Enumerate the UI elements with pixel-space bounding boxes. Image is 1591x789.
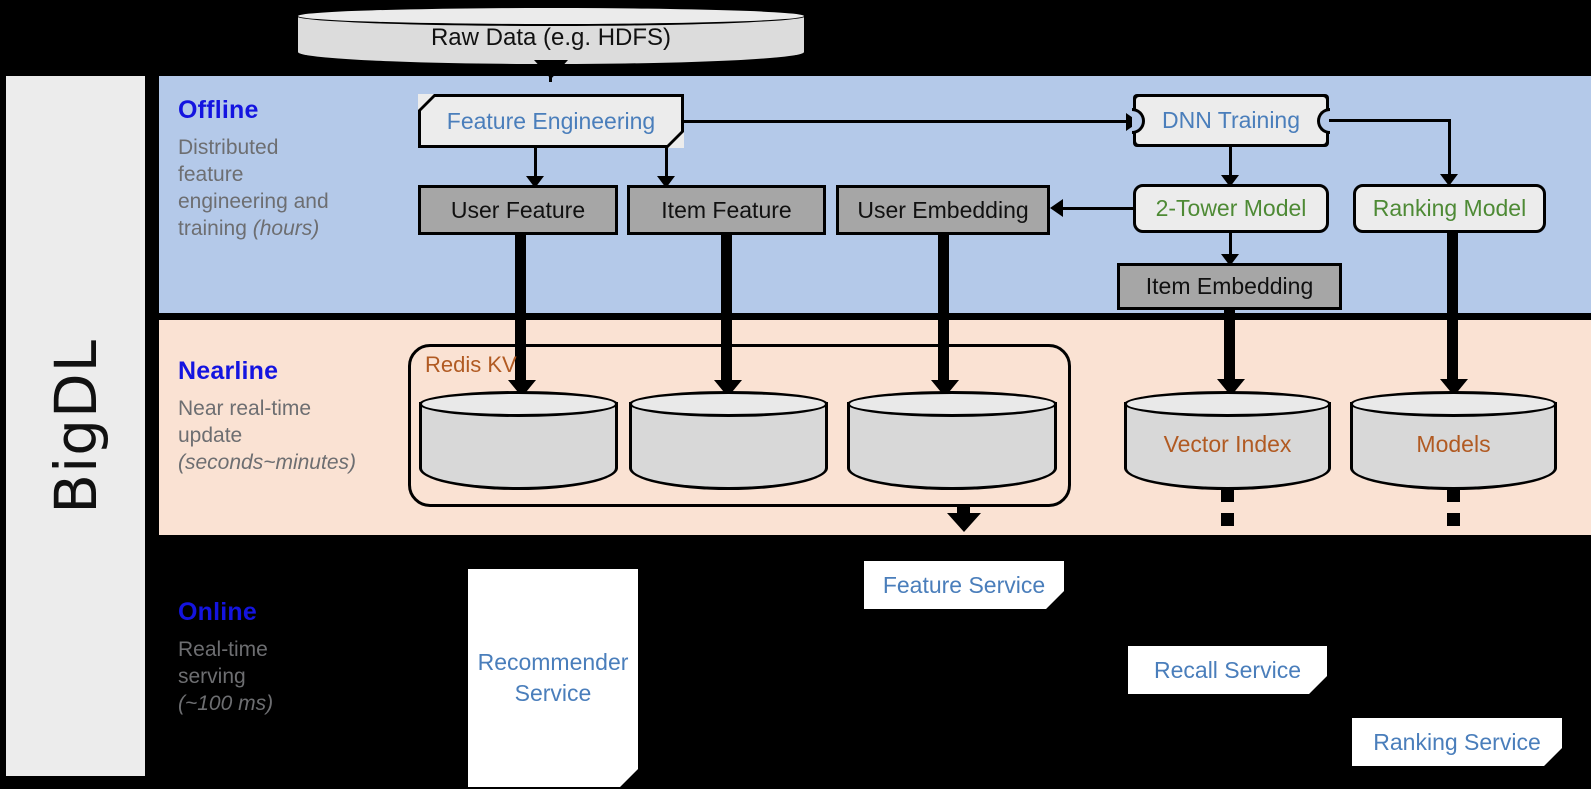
node-recommender-service[interactable]: Recommender Service [468, 569, 638, 787]
node-feature-engineering[interactable]: Feature Engineering [418, 94, 684, 148]
user-feature-label: User Feature [450, 196, 586, 223]
band-heading-nearline: Nearline Near real-time update (seconds~… [178, 357, 356, 477]
band-title-online: Online [178, 598, 257, 626]
redis-1-top [419, 391, 618, 417]
online-sub-l2: serving [178, 664, 246, 688]
pipe-ranking-models [1447, 233, 1458, 382]
offline-sub-l3: engineering and [178, 189, 329, 213]
pipe-userembedding-redis [938, 235, 949, 383]
arrowhead-redis-featureservice [947, 513, 981, 532]
offline-sub-l4: training [178, 216, 253, 240]
raw-data-label: Raw Data (e.g. HDFS) [430, 24, 672, 51]
node-redis-store-1[interactable] [419, 391, 618, 490]
raw-data-top [296, 6, 806, 26]
item-embedding-label: Item Embedding [1145, 273, 1314, 299]
dnn-fill [1136, 97, 1326, 144]
stub-vectorindex-1 [1221, 489, 1234, 502]
node-models[interactable]: Models [1350, 391, 1557, 490]
pipe-itememb-vectorindex [1224, 310, 1235, 382]
band-subtitle-offline: Distributed feature engineering and trai… [178, 135, 329, 243]
edge-fe-itemfeature [665, 148, 668, 180]
nearline-sub-l2: update [178, 423, 243, 447]
offline-sub-l1: Distributed [178, 136, 279, 159]
edge-2tower-itememb [1229, 233, 1232, 258]
band-heading-offline: Offline Distributed feature engineering … [178, 96, 329, 243]
online-sub-italic: (~100 ms) [178, 691, 274, 715]
user-embedding-label: User Embedding [857, 196, 1029, 223]
node-dnn-training[interactable]: DNN Training [1132, 94, 1330, 147]
redis-2-label [629, 391, 828, 490]
fe-fill [421, 97, 681, 145]
node-user-embedding[interactable]: User Embedding [836, 185, 1050, 235]
edge-fe-userfeature [534, 148, 537, 180]
stub-models-2 [1447, 513, 1460, 526]
models-label: Models [1416, 431, 1491, 457]
models-top [1350, 391, 1557, 417]
node-ranking-model[interactable]: Ranking Model [1353, 184, 1546, 233]
recommender-service-label: Recommender Service [478, 647, 629, 709]
arrowhead-2tower-userembedding [1050, 199, 1063, 217]
nearline-sub-italic: (seconds~minutes) [178, 450, 356, 474]
node-redis-store-2[interactable] [629, 391, 828, 490]
pipe-itemfeature-redis [721, 235, 732, 383]
node-item-embedding[interactable]: Item Embedding [1117, 263, 1342, 310]
arrowhead-2tower-itememb [1221, 254, 1239, 266]
node-ranking-service[interactable]: Ranking Service [1352, 718, 1562, 766]
vector-index-top [1124, 391, 1331, 417]
ranking-service-label: Ranking Service [1373, 728, 1541, 755]
pipe-userfeature-redis [515, 235, 526, 383]
dnn-training-label: DNN Training [1161, 107, 1301, 133]
band-subtitle-nearline: Near real-time update (seconds~minutes) [178, 396, 356, 477]
redis-3-label [847, 391, 1057, 490]
recommender-service-line2: Service [514, 680, 592, 706]
group-redis-kv [408, 344, 1071, 507]
edge-fe-dnn [684, 120, 1126, 123]
node-2-tower-model[interactable]: 2-Tower Model [1133, 184, 1329, 233]
node-item-feature[interactable]: Item Feature [627, 185, 826, 235]
edge-2tower-userembedding [1063, 207, 1135, 210]
dnn-notch-right [1317, 107, 1330, 134]
edge-dnn-2tower [1229, 147, 1232, 179]
node-user-feature[interactable]: User Feature [418, 185, 618, 235]
arrowhead-dnn-ranking [1440, 174, 1458, 186]
offline-sub-italic: (hours) [252, 216, 320, 240]
stub-models-1 [1447, 489, 1460, 502]
feature-engineering-label: Feature Engineering [446, 107, 656, 134]
edge-dnn-ranking-h [1329, 119, 1451, 122]
ranking-model-label: Ranking Model [1372, 195, 1527, 221]
node-redis-store-3[interactable] [847, 391, 1057, 490]
node-raw-data[interactable]: Raw Data (e.g. HDFS) [296, 6, 806, 66]
band-heading-online: Online Real-time serving (~100 ms) [178, 598, 273, 718]
two-tower-model-label: 2-Tower Model [1155, 195, 1307, 221]
stub-vectorindex-2 [1221, 513, 1234, 526]
node-feature-service[interactable]: Feature Service [864, 561, 1064, 609]
recommender-service-line1: Recommender [477, 648, 629, 675]
redis-kv-label: Redis KV [425, 352, 517, 377]
redis-1-label [419, 391, 618, 490]
node-vector-index[interactable]: Vector Index [1124, 391, 1331, 490]
nearline-sub-l1: Near real-time [178, 397, 312, 420]
node-recall-service[interactable]: Recall Service [1128, 646, 1327, 694]
redis-3-top [847, 391, 1057, 417]
vector-index-label: Vector Index [1163, 431, 1292, 457]
edge-dnn-ranking-v [1448, 119, 1451, 177]
band-subtitle-online: Real-time serving (~100 ms) [178, 637, 273, 718]
recall-service-label: Recall Service [1154, 656, 1301, 683]
feature-service-label: Feature Service [882, 571, 1046, 598]
offline-sub-l2: feature [178, 162, 244, 186]
band-title-offline: Offline [178, 96, 259, 124]
sidebar-title-text: BigDL [41, 338, 110, 514]
online-sub-l1: Real-time [178, 638, 268, 661]
arrowhead-rawdata-fe [534, 60, 568, 79]
item-feature-label: Item Feature [661, 196, 792, 223]
sidebar-bigdl: BigDL [6, 76, 145, 776]
redis-2-top [629, 391, 828, 417]
sidebar-title: BigDL [6, 76, 145, 776]
band-title-nearline: Nearline [178, 357, 279, 385]
